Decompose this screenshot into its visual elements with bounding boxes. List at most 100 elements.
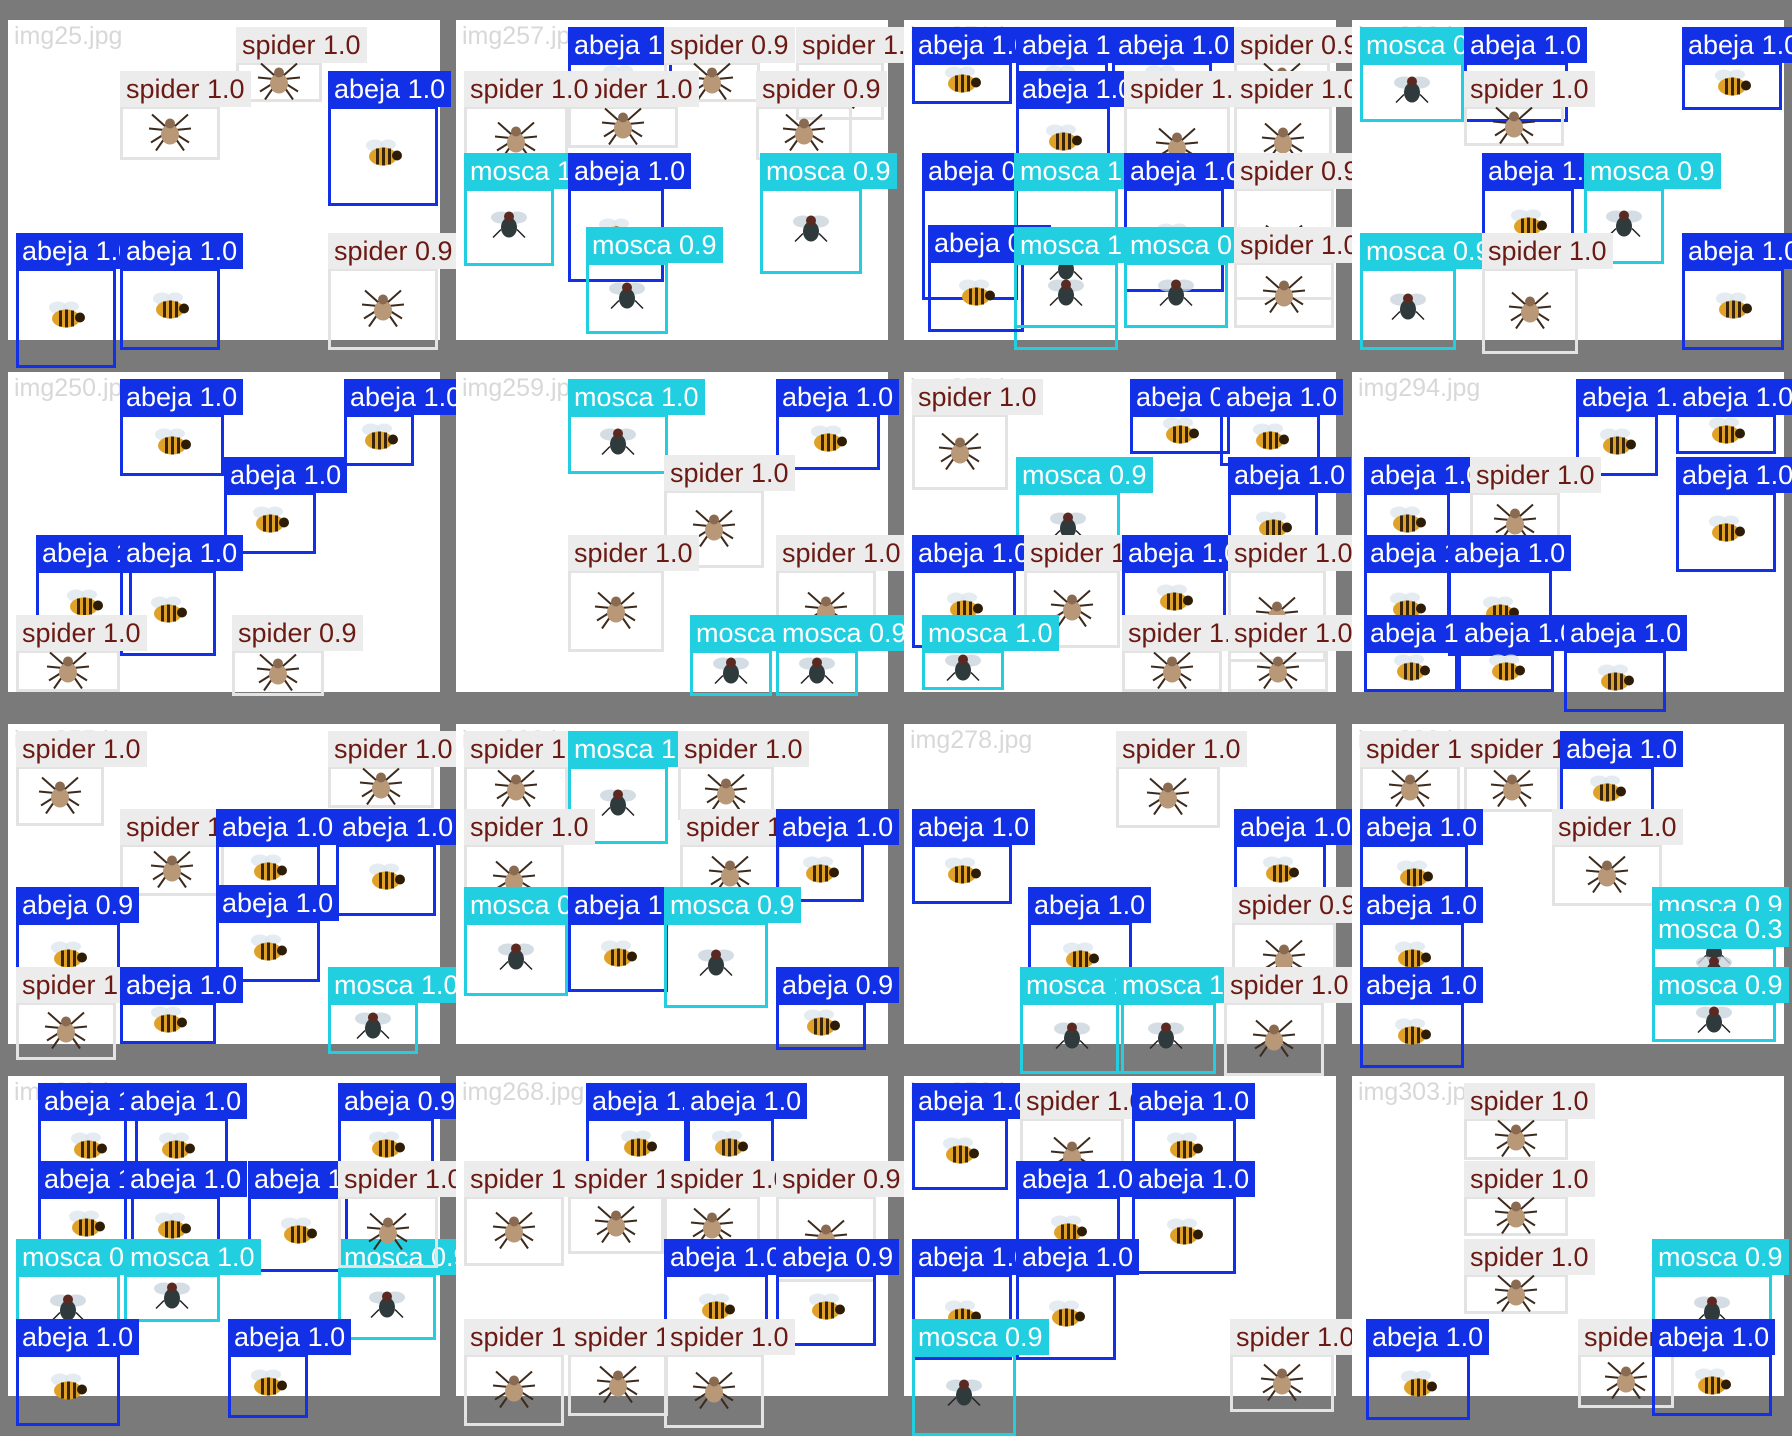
fly-icon (791, 212, 831, 251)
detection-box-mosca: mosca 0.9 (1360, 27, 1497, 122)
detection-box-spider: spider 1.0 (664, 1319, 795, 1428)
detection-box-spider: spider 1.0 (912, 379, 1043, 490)
detection-box-mosca: mosca 0.9 (1584, 153, 1721, 264)
detection-label: spider 1.0 (664, 1319, 795, 1355)
detection-box-abeja: abeja 1.0 (120, 233, 244, 350)
detection-box-spider: spider 1.0 (1224, 967, 1355, 1076)
spider-icon (1491, 499, 1539, 548)
detection-label: spider 0.9 (1234, 153, 1365, 189)
bee-icon (942, 590, 986, 629)
detection-box-mosca: mosca 1.0 (464, 153, 601, 266)
detection-box-abeja: abeja 1.0 (912, 27, 1036, 104)
detection-label: abeja 1.0 (344, 379, 468, 415)
detection-label: abeja 1.0 (1016, 1239, 1140, 1275)
bee-icon (364, 861, 408, 900)
detection-box-spider: spider 0.9 (232, 615, 363, 696)
spider-icon (688, 1203, 736, 1252)
tile-filename: img278.jpg (910, 726, 1033, 754)
detection-box-spider: spider 1.0 (1464, 731, 1595, 814)
detection-label: spider 0.9 (232, 615, 363, 651)
detection-box-spider: spider 0.9 (328, 233, 459, 350)
detection-box-abeja: abeja 1.0 (1360, 809, 1484, 910)
detection-label: spider 1.0 (464, 71, 595, 107)
detection-label: spider 1.0 (1124, 71, 1255, 107)
detection-box-mosca: mosca 1.0 (690, 615, 827, 696)
spider-icon (1492, 1115, 1540, 1164)
bee-icon (148, 290, 192, 329)
spider-icon (1386, 765, 1434, 814)
bee-icon (596, 938, 640, 977)
bee-icon (1385, 590, 1429, 629)
spider-icon (702, 769, 750, 818)
detection-box-abeja: abeja 1.0 (1016, 1239, 1140, 1360)
detection-label: mosca 1.0 (922, 615, 1059, 651)
detection-box-abeja: abeja 1.0 (248, 1161, 372, 1272)
detection-box-spider: spider 1.0 (680, 809, 811, 906)
detection-label: spider 1.0 (912, 379, 1043, 415)
bee-icon (804, 1291, 848, 1330)
bee-icon (940, 64, 984, 103)
detection-label: spider 1.0 (1482, 233, 1613, 269)
detection-box-spider: spider 1.0 (16, 615, 147, 692)
spider-icon (936, 428, 984, 477)
detection-label: abeja 0.9 (16, 887, 140, 923)
detection-box-abeja: abeja 1.0 (228, 1319, 352, 1418)
spider-icon (359, 285, 407, 334)
detection-label: spider 1.0 (1464, 1239, 1595, 1275)
detection-label: abeja 1.0 (1228, 457, 1352, 493)
image-tile: img277.jpg spider 1.0 abeja 0.9 (904, 372, 1359, 692)
bee-icon (940, 855, 984, 894)
detection-label: spider 0.9 (756, 71, 887, 107)
detection-label: abeja 1.0 (912, 1083, 1036, 1119)
bee-icon (1158, 415, 1202, 454)
detection-label: abeja 1.0 (124, 1083, 248, 1119)
bee-icon (1390, 1016, 1434, 1055)
detection-label: mosca 0.9 (664, 887, 801, 923)
detection-label: abeja 1.0 (1132, 1161, 1256, 1197)
detection-box-abeja: abeja 1.0 (1132, 1161, 1256, 1274)
bee-icon (66, 1130, 110, 1169)
detection-box-spider: spider 0.9 (756, 71, 887, 160)
detection-box-abeja: abeja 1.0 (1682, 233, 1792, 350)
fly-icon (943, 651, 983, 690)
tile-filename: img257.jpg (462, 22, 585, 50)
tile-filename: img259.jpg (462, 374, 585, 402)
bee-icon (1710, 67, 1754, 106)
detection-box-spider: spider 1.0 (1464, 1083, 1595, 1160)
bee-icon (357, 421, 401, 460)
detection-box-abeja: abeja 0.9 (776, 967, 900, 1050)
detection-label: mosca 0.9 (760, 153, 897, 189)
image-tile: img300.jpg spider 1.0 spider 1.0 (1352, 724, 1789, 1068)
spider-icon (42, 1007, 90, 1056)
detection-box-mosca: mosca 0.9 (664, 887, 801, 1008)
detection-box-spider: spider 1.0 (120, 71, 251, 160)
fly-icon (797, 654, 837, 693)
bee-icon (798, 854, 842, 893)
bee-icon (1041, 122, 1085, 161)
detection-box-abeja: abeja 1.0 (224, 457, 348, 554)
spider-icon (1260, 271, 1308, 320)
detection-box-abeja: abeja 0.9 (16, 887, 140, 994)
detection-label: spider 1.0 (338, 1161, 469, 1197)
detection-box-spider: spider 1.0 (236, 27, 367, 102)
detection-box-spider: spider 1.0 (1464, 71, 1595, 146)
tile-filename: img294.jpg (1358, 374, 1481, 402)
detection-label: spider 1.0 (16, 615, 147, 651)
detection-label: abeja 1.0 (120, 233, 244, 269)
spider-icon (490, 1207, 538, 1256)
image-tile: img278.jpg abeja 1.0 spider 1.0 (904, 724, 1363, 1076)
detection-label: abeja 0.9 (338, 1083, 462, 1119)
detection-label: spider 1.0 (120, 71, 251, 107)
detection-box-abeja: abeja 1.0 (1564, 615, 1688, 712)
detection-box-abeja: abeja 0.9 (928, 225, 1052, 332)
detection-box-spider: spider 0.9 (664, 27, 795, 102)
spider-icon (1488, 765, 1536, 814)
detection-label: spider 1.0 (664, 1161, 795, 1197)
image-tile: img282.jpg mosca 0.9 abeja 1.0 ab (1352, 20, 1792, 354)
spider-icon (1048, 585, 1096, 634)
bee-icon (1593, 662, 1637, 701)
detection-label: abeja 1.0 (1458, 615, 1582, 651)
bee-icon (1392, 858, 1436, 897)
fly-icon (607, 279, 647, 318)
detection-label: abeja 0.9 (776, 967, 900, 1003)
